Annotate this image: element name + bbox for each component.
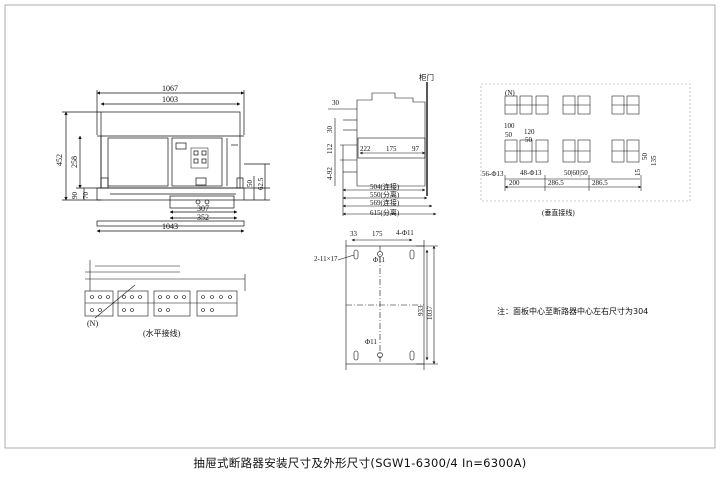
horizontal-wiring-view: (N) (水平接线): [84, 260, 246, 338]
dim-1043: 1043: [162, 222, 178, 231]
vdim-100: 100: [504, 122, 515, 130]
bottom-bus-row: [504, 139, 640, 163]
mounting-plate-view: 33 175 4-Φ11 2-11×17 Φ11 Φ11 933 1037: [314, 229, 438, 370]
front-view: 1067 1003 452 258 90 70: [55, 84, 270, 233]
plate-dim-phi11-top: Φ11: [373, 256, 385, 264]
vertical-wiring-view: (N) 100 50 120 50 56-Φ13 48-Φ13 50|60|50…: [480, 83, 691, 217]
dim-307: 307: [197, 204, 209, 213]
vdim-right-50: 50: [641, 153, 649, 161]
vdim-286-5a: 286.5: [548, 179, 564, 187]
vdim-50a: 50: [505, 131, 513, 139]
vdim-50-60-50: 50|60|50: [564, 169, 588, 177]
cabinet-door-label: 柜门: [419, 72, 434, 82]
plate-dim-175: 175: [372, 230, 383, 238]
side-dim-504: 504(连接): [370, 182, 400, 191]
side-dim-30-top: 30: [332, 99, 340, 107]
dim-70: 70: [82, 192, 90, 200]
sheet-border: [4, 4, 716, 449]
dim-258: 258: [70, 156, 79, 168]
vdim-200: 200: [509, 179, 520, 187]
side-dim-175: 175: [386, 145, 397, 153]
plate-dim-33: 33: [350, 230, 358, 238]
side-dim-30-left: 30: [326, 126, 334, 134]
plate-dim-phi11-bottom: Φ11: [365, 338, 377, 346]
vdim-135: 135: [650, 155, 658, 166]
side-dim-97: 97: [412, 145, 420, 153]
side-dim-112: 112: [326, 143, 334, 154]
drawing-title: 抽屉式断路器安装尺寸及外形尺寸(SGW1-6300/4 In=6300A): [193, 456, 527, 470]
horizontal-n-label: (N): [87, 319, 98, 328]
side-dim-569: 569(连接): [370, 198, 400, 207]
side-dim-92: 4-92: [326, 167, 334, 180]
dim-1067: 1067: [162, 84, 178, 93]
vertical-wiring-caption: (垂直接线): [542, 208, 575, 217]
top-bus-row: [504, 95, 640, 115]
horizontal-wiring-caption: (水平接线): [143, 328, 181, 338]
plate-dim-hole-top: 4-Φ11: [396, 229, 414, 237]
vdim-hole-48: 48-Φ13: [520, 169, 542, 177]
plate-dim-1037: 1037: [426, 306, 434, 321]
dim-50: 50: [246, 180, 254, 188]
dim-90: 90: [71, 192, 79, 200]
vdim-120: 120: [524, 128, 535, 136]
side-view: 柜门 30 30 112 4-92 222 175 97 504(连接) 550…: [326, 72, 437, 217]
vdim-15: 15: [634, 169, 642, 177]
plate-dim-933: 933: [417, 305, 425, 316]
dim-62-5: 62.5: [257, 177, 265, 190]
dim-452: 452: [55, 154, 64, 166]
side-dim-222: 222: [360, 145, 371, 153]
note-text: 注：面板中心至断路器中心左右尺寸为304: [497, 307, 649, 316]
vdim-50b: 50: [525, 136, 533, 144]
vdim-hole-56: 56-Φ13: [482, 170, 504, 178]
dim-1003: 1003: [162, 95, 178, 104]
dim-352: 352: [197, 213, 209, 222]
vertical-n-label: (N): [505, 89, 515, 97]
side-dim-615: 615(分离): [370, 208, 400, 217]
vdim-286-5b: 286.5: [592, 179, 608, 187]
plate-dim-slot: 2-11×17: [314, 255, 338, 263]
side-dim-550: 550(分离): [370, 190, 400, 199]
